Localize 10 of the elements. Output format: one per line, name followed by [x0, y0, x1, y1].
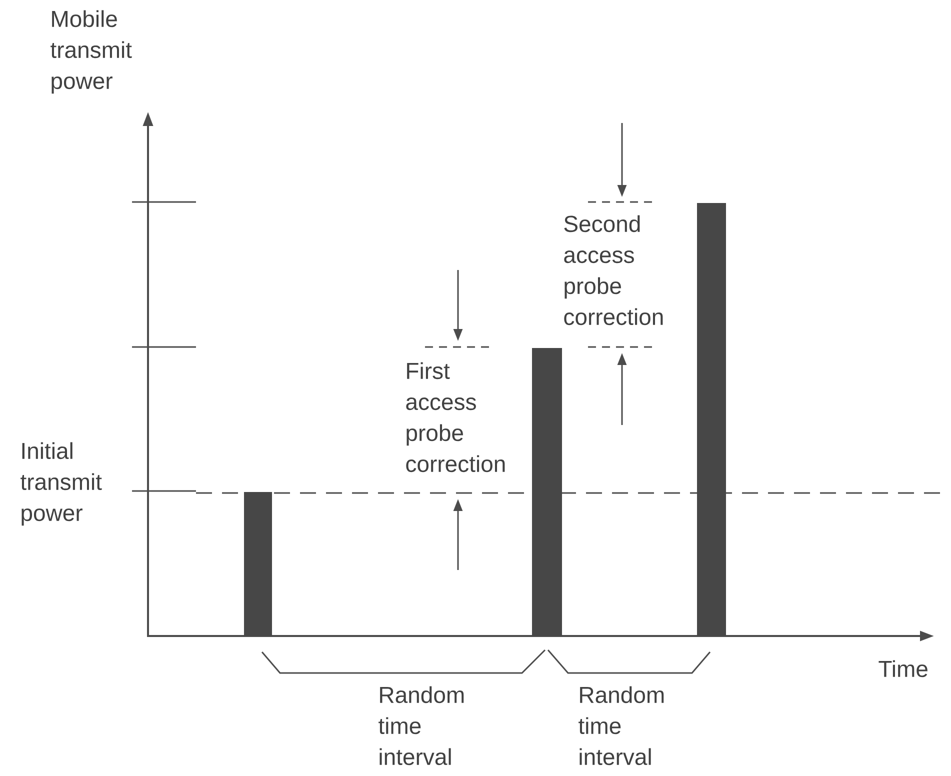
annotation-text: First access probe correction — [406, 362, 505, 472]
annotation-text: Second access probe correction — [564, 215, 663, 326]
bar — [532, 348, 562, 636]
interval-label: Random time interval — [578, 686, 664, 766]
bar — [244, 492, 272, 636]
axis-label: Initial transmit power — [20, 442, 102, 526]
axis-label: Mobile transmit power — [50, 10, 132, 94]
interval-label: Random time interval — [378, 686, 464, 766]
axis-label: Time — [878, 660, 928, 678]
bar — [697, 203, 726, 636]
